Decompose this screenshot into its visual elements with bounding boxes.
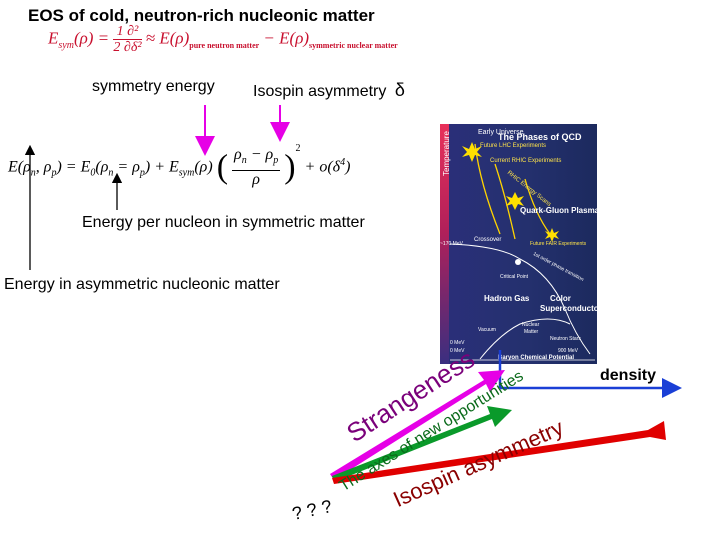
qcd-burst-1 — [462, 142, 482, 162]
qcd-nuclear: Nuclear — [522, 322, 540, 328]
fm-sym: sym — [178, 167, 195, 179]
qcd-superconductor: Superconductor — [540, 304, 597, 313]
qcd-qgp: Quark-Gluon Plasma — [520, 206, 597, 215]
qcd-future-lhc: Future LHC Experiments — [480, 143, 547, 149]
opportunities-arrow — [332, 406, 512, 482]
fm-num-p: p — [273, 155, 279, 167]
fm-fraction: ρn − ρp ρ — [232, 146, 281, 189]
qcd-burst-3 — [545, 228, 559, 242]
qcd-phase-diagram: The Phases of QCD Early Universe Future … — [440, 124, 597, 364]
formula-sym-sub: sym — [58, 39, 74, 51]
qcd-critical-point-label: Critical Point — [500, 274, 529, 280]
qcd-matter: Matter — [524, 329, 539, 335]
formula-rho: (ρ) = — [73, 28, 110, 48]
fm-paren-open: ( — [216, 148, 229, 186]
qcd-0mev-b: 0 MeV — [450, 348, 465, 354]
energy-symmetric-label: Energy per nucleon in symmetric matter — [82, 214, 365, 231]
fm-comma: , ρ — [35, 158, 52, 176]
fm-mid: (ρ — [95, 158, 109, 176]
formula-pure-sub: pure neutron matter — [189, 40, 260, 50]
qcd-vacuum: Vacuum — [478, 327, 496, 333]
formula-frac-den: 2 ∂δ² — [113, 40, 142, 55]
qcd-170mev: ~170 MeV — [440, 241, 463, 247]
fm-num-n: n — [241, 155, 247, 167]
fm-plus: ) + E — [144, 158, 179, 176]
page-title: EOS of cold, neutron-rich nucleonic matt… — [28, 6, 375, 25]
qcd-phase-boundary — [449, 243, 591, 355]
fm-zero: 0 — [90, 167, 96, 179]
fm-tail: + o(δ — [304, 158, 341, 176]
qcd-trajectory-3 — [524, 178, 551, 235]
qcd-temperature-band — [440, 124, 449, 364]
fm-p: p — [51, 167, 57, 179]
qcd-current-rhic: Current RHIC Experiments — [490, 158, 562, 164]
fm-paren-close: ) — [284, 148, 296, 186]
formula-minus: − E(ρ) — [263, 28, 310, 48]
qcd-hadron-boundary — [479, 318, 571, 360]
fm-num-minus: − ρ — [246, 146, 274, 163]
qcd-color: Color — [550, 294, 571, 303]
qcd-baryon-potential: Baryon Chemical Potential — [498, 355, 575, 361]
isospin-asymmetry-arrow — [332, 421, 666, 484]
qcd-neutron-stars: Neutron Stars — [550, 336, 581, 342]
isospin-asymmetry-text: Isospin asymmetry — [253, 83, 387, 100]
fm-n: n — [30, 167, 36, 179]
formula-lhs: E — [48, 28, 59, 48]
qcd-critical-point — [515, 259, 521, 265]
qcd-burst-2 — [506, 192, 524, 210]
fm-p2: p — [139, 167, 145, 179]
qcd-trajectory-2 — [494, 163, 516, 240]
fm-power: 2 — [295, 142, 301, 154]
fm-frac-den: ρ — [252, 171, 260, 189]
strangeness-arrow — [330, 370, 505, 480]
fm-num-rho: ρ — [234, 146, 242, 163]
main-eos-formula: E(ρn, ρp) = E0(ρn = ρp) + Esym(ρ) ( ρn −… — [8, 142, 351, 189]
qcd-early-universe: Early Universe — [478, 129, 524, 136]
qcd-hadron-gas: Hadron Gas — [484, 294, 530, 303]
fm-eq: ) = E — [56, 158, 91, 176]
qcd-future-fair: Future FAIR Experiments — [530, 241, 587, 247]
fm-frac-num: ρn − ρp — [232, 146, 281, 172]
formula-approx: ≈ E(ρ) — [145, 28, 190, 48]
qcd-crossover: Crossover — [474, 237, 502, 243]
isospin-asymmetry-label: Isospin asymmetry δ — [253, 80, 405, 101]
formula-fraction: 1 ∂² 2 ∂δ² — [113, 24, 142, 55]
qcd-0mev-t: 0 MeV — [450, 340, 465, 346]
fm-rho: (ρ) — [194, 158, 213, 176]
symmetry-energy-label: symmetry energy — [92, 78, 215, 95]
qcd-title: The Phases of QCD — [498, 132, 582, 142]
formula-frac-num: 1 ∂² — [113, 24, 142, 40]
fm-tail-pow: 4 — [340, 156, 346, 168]
formula-symm-sub: symmetric nuclear matter — [309, 40, 398, 50]
energy-asymmetric-label: Energy in asymmetric nucleonic matter — [4, 276, 280, 293]
delta-symbol: δ — [394, 80, 405, 100]
sym-energy-definition: Esym(ρ) = 1 ∂² 2 ∂δ² ≈ E(ρ)pure neutron … — [48, 24, 398, 55]
fm-n2: n — [108, 167, 114, 179]
density-label: density — [600, 367, 657, 384]
qcd-900mev: 900 MeV — [558, 348, 579, 354]
fm-lhs: E(ρ — [8, 158, 31, 176]
fm-close: ) — [345, 158, 351, 176]
fm-eq2: = ρ — [113, 158, 140, 176]
qcd-curves — [449, 142, 595, 361]
